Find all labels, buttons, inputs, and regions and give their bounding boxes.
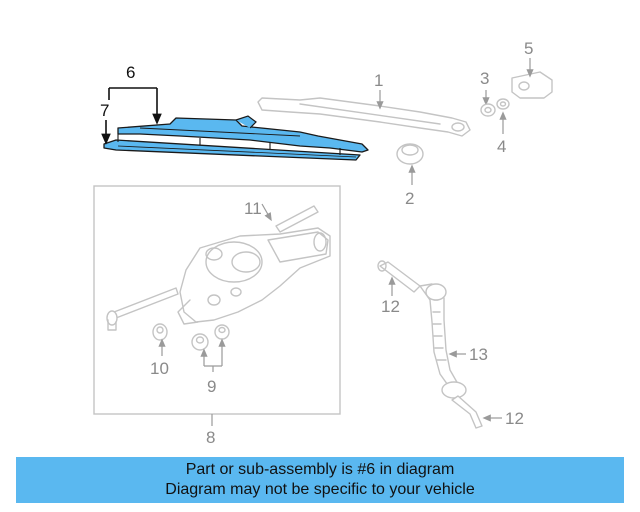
callout-3: 3 xyxy=(480,69,489,88)
callout-2: 2 xyxy=(405,189,414,208)
callout-7: 7 xyxy=(100,101,109,120)
callout-8: 8 xyxy=(206,428,215,447)
washer-nozzle-upper xyxy=(377,260,421,293)
bushing-9a xyxy=(191,333,209,351)
info-banner: Part or sub-assembly is #6 in diagram Di… xyxy=(16,457,624,503)
wiper-motor xyxy=(177,227,331,325)
callout-13: 13 xyxy=(469,345,488,364)
callout-11: 11 xyxy=(244,199,262,218)
callout-10: 10 xyxy=(150,359,169,378)
bushing-10 xyxy=(152,323,168,341)
banner-line-1: Part or sub-assembly is #6 in diagram xyxy=(185,461,455,478)
callout-6: 6 xyxy=(126,63,135,82)
wiper-arm xyxy=(257,97,471,137)
callout-9: 9 xyxy=(207,377,216,396)
washer-nut xyxy=(480,103,496,117)
parts-diagram: 6 7 1 2 3 4 5 8 11 xyxy=(93,39,553,447)
callout-12b: 12 xyxy=(505,409,524,428)
motor-assembly-box xyxy=(93,185,341,415)
callout-1: 1 xyxy=(374,71,383,90)
link-rod xyxy=(106,287,179,331)
callout-12a: 12 xyxy=(381,297,400,316)
banner-line-2: Diagram may not be specific to your vehi… xyxy=(165,481,475,498)
arm-cover xyxy=(511,71,553,99)
wiper-blade-assembly[interactable] xyxy=(103,115,369,161)
callout-6-leader xyxy=(108,87,162,125)
grommet xyxy=(496,98,510,110)
callout-5: 5 xyxy=(524,39,533,58)
callout-4: 4 xyxy=(497,137,506,156)
pivot-cap xyxy=(396,143,424,165)
mounting-bolt xyxy=(275,205,319,233)
bushing-9b xyxy=(214,324,230,340)
washer-hose xyxy=(419,283,483,429)
